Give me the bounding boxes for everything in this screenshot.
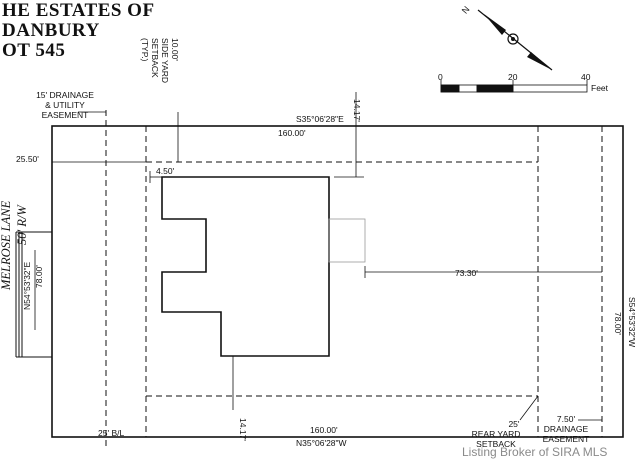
- dimension-lines: [34, 92, 602, 421]
- bottom-bearing-label: N35°06'28"W: [296, 438, 347, 448]
- scale-bar: [440, 80, 588, 93]
- rear-yard-line-1: 25': [508, 419, 519, 429]
- north-arrow-icon: [477, 9, 553, 71]
- side-yard-line-2: SIDE YARD: [160, 38, 170, 83]
- drainage-utility-line-1: 15' DRAINAGE: [36, 90, 94, 100]
- scale-tick-0: 0: [438, 72, 443, 82]
- top-offset-label: 14.17': [352, 99, 362, 122]
- side-yard-line-4: (TYP.): [140, 38, 150, 62]
- scale-unit: Feet: [591, 83, 609, 93]
- drainage-utility-line-2: & UTILITY: [45, 100, 85, 110]
- rear-patio: [328, 218, 366, 263]
- front-offset-label: 25.50': [16, 154, 39, 164]
- house-footprint: [161, 176, 330, 357]
- drainage-line-3: EASEMENT: [543, 434, 590, 444]
- title-line-1: HE ESTATES OF: [2, 0, 155, 21]
- rear-offset-label: 73.30': [455, 268, 478, 278]
- title-line-2: DANBURY: [2, 20, 100, 41]
- side-yard-line-3: SETBACK: [150, 38, 160, 78]
- lot-boundary: [51, 125, 624, 438]
- bottom-length-label: 160.00': [310, 425, 338, 435]
- drainage-line-2: DRAINAGE: [544, 424, 589, 434]
- setback-lines: [105, 110, 603, 450]
- curb: [15, 231, 52, 358]
- drainage-line-1: 7.50': [557, 414, 576, 424]
- scale-tick-20: 20: [508, 72, 518, 82]
- bottom-offset-label: 14.17': [238, 418, 248, 441]
- right-length-label: 78.00': [613, 312, 623, 335]
- building-line-label: 25' B/L: [98, 428, 124, 438]
- side-yard-line-1: 10.00': [170, 38, 180, 61]
- top-length-label: 160.00': [278, 128, 306, 138]
- north-label: N: [460, 4, 472, 15]
- top-bearing-label: S35°06'28"E: [296, 114, 344, 124]
- title-line-3: OT 545: [2, 40, 65, 61]
- scale-tick-40: 40: [581, 72, 591, 82]
- corner-offset-label: 4.50': [156, 166, 175, 176]
- street-name: MELROSE LANE: [0, 200, 13, 291]
- left-length-label: 78.00': [34, 265, 44, 288]
- rear-yard-line-2: REAR YARD: [472, 429, 521, 439]
- right-bearing-label: S54°53'32"W: [627, 297, 637, 347]
- drainage-utility-line-3: EASEMENT: [42, 110, 89, 120]
- mls-watermark: Listing Broker of SIRA MLS: [462, 445, 607, 459]
- left-bearing-label: N54°53'32"E: [22, 261, 32, 310]
- rear-yard-line-3: SETBACK: [476, 439, 516, 449]
